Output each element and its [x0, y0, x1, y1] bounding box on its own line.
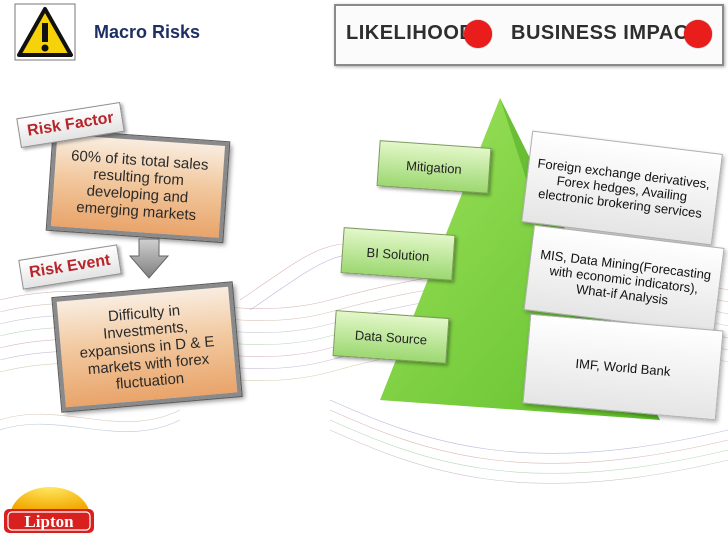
likelihood-label: LIKELIHOOD — [346, 22, 475, 44]
svg-text:Lipton: Lipton — [24, 512, 74, 531]
risk-factor-text: 60% of its total sales resulting from de… — [70, 147, 209, 225]
data-source-description-text: IMF, World Bank — [574, 355, 672, 379]
risk-event-card: Difficulty in Investments, expansions in… — [51, 281, 243, 413]
pyramid-level-data-source: Data Source — [332, 310, 450, 364]
mitigation-description-text: Foreign exchange derivatives, Forex hedg… — [536, 155, 711, 221]
lipton-logo: Lipton — [4, 487, 94, 533]
warning-icon — [14, 3, 76, 61]
down-arrow-icon — [128, 238, 170, 279]
pyramid-level-bi-solution: BI Solution — [340, 227, 456, 281]
risk-event-text: Difficulty in Investments, expansions in… — [78, 301, 216, 393]
pyramid-level-mitigation: Mitigation — [376, 140, 492, 194]
bi-solution-description-text: MIS, Data Mining(Forecasting with econom… — [539, 246, 713, 307]
data-source-description: IMF, World Bank — [522, 313, 724, 421]
business-impact-label: BUSINESS IMPACT — [511, 22, 702, 44]
page-title: Macro Risks — [94, 22, 201, 42]
likelihood-indicator — [464, 20, 492, 48]
risk-factor-card: 60% of its total sales resulting from de… — [45, 128, 231, 244]
legend-box: LIKELIHOOD BUSINESS IMPACT — [334, 4, 724, 66]
business-impact-indicator — [684, 20, 712, 48]
